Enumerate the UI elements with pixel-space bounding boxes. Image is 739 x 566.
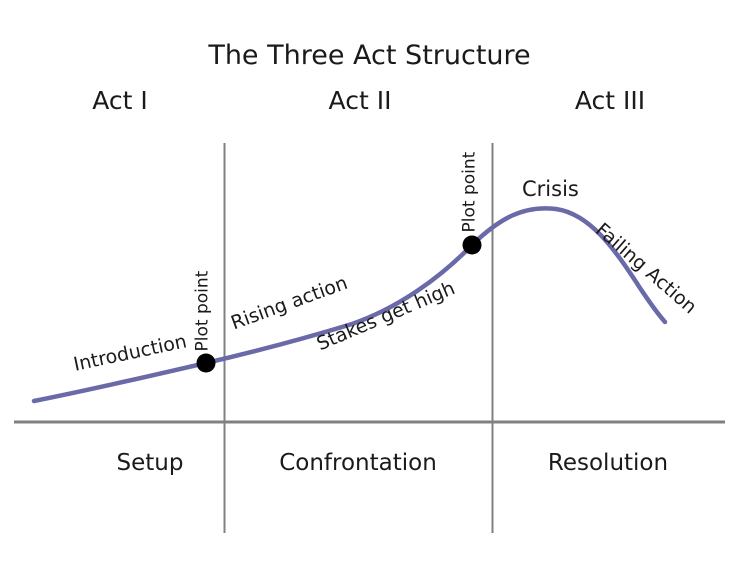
plot-point-marker-1	[196, 353, 216, 373]
plot-point-marker-2	[462, 235, 482, 255]
tension-curve	[31, 206, 668, 404]
phase-label-resolution: Resolution	[547, 450, 669, 476]
plot-point-label-2: Plot point	[459, 151, 480, 233]
page-title: The Three Act Structure	[208, 40, 531, 71]
act-heading-2: Act II	[328, 86, 392, 115]
act-heading-1: Act I	[92, 86, 148, 115]
plot-point-label-1: Plot point	[192, 270, 213, 352]
curve-label-crisis: Crisis	[522, 177, 579, 201]
phase-label-confrontation: Confrontation	[279, 450, 437, 476]
phase-label-setup: Setup	[116, 450, 184, 476]
act-heading-3: Act III	[574, 86, 646, 115]
